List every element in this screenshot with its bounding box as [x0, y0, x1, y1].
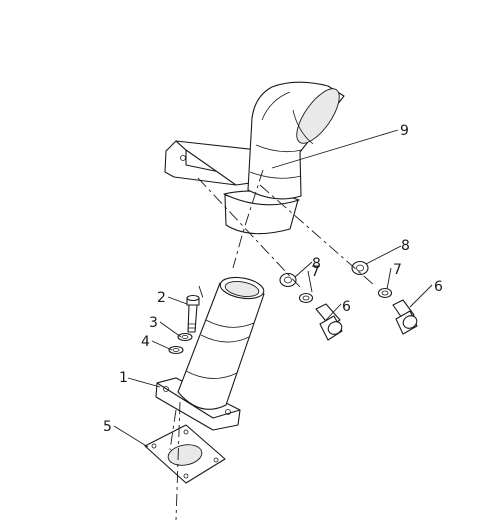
- lock-washer-part-7-right: [377, 287, 393, 299]
- callout-5: 5: [103, 419, 112, 435]
- gasket-part-5: [144, 424, 226, 484]
- callout-9: 9: [400, 123, 409, 139]
- callout-7-right: 7: [393, 262, 402, 278]
- callout-8-right: 8: [401, 238, 410, 254]
- assembly-centerlines: [169, 169, 375, 521]
- flat-washer-part-4: [168, 345, 184, 355]
- flat-washer-part-8-left: [279, 272, 297, 288]
- callout-8-left: 8: [312, 256, 321, 272]
- callout-2: 2: [157, 290, 166, 306]
- callout-leaders: [113, 129, 433, 448]
- callout-labels: 1 2 3 4 5 6 6 7 7 8 8 9: [103, 123, 443, 435]
- exhaust-pipe-part-1: [155, 276, 265, 431]
- exhaust-elbow-part-9: [164, 81, 345, 235]
- callout-7-left: 7: [311, 264, 320, 280]
- callout-6-left: 6: [342, 299, 351, 315]
- lock-washer-part-3: [177, 332, 193, 342]
- callout-1: 1: [119, 370, 128, 386]
- bolt-part-6-right: [392, 299, 418, 335]
- callout-6-right: 6: [434, 279, 443, 295]
- lock-washer-part-7-left: [298, 292, 314, 304]
- callout-3: 3: [149, 315, 158, 331]
- flat-washer-part-8-right: [351, 260, 369, 276]
- bolt-part-2: [186, 294, 200, 333]
- bolt-part-6-left: [315, 303, 343, 341]
- callout-4: 4: [141, 334, 150, 350]
